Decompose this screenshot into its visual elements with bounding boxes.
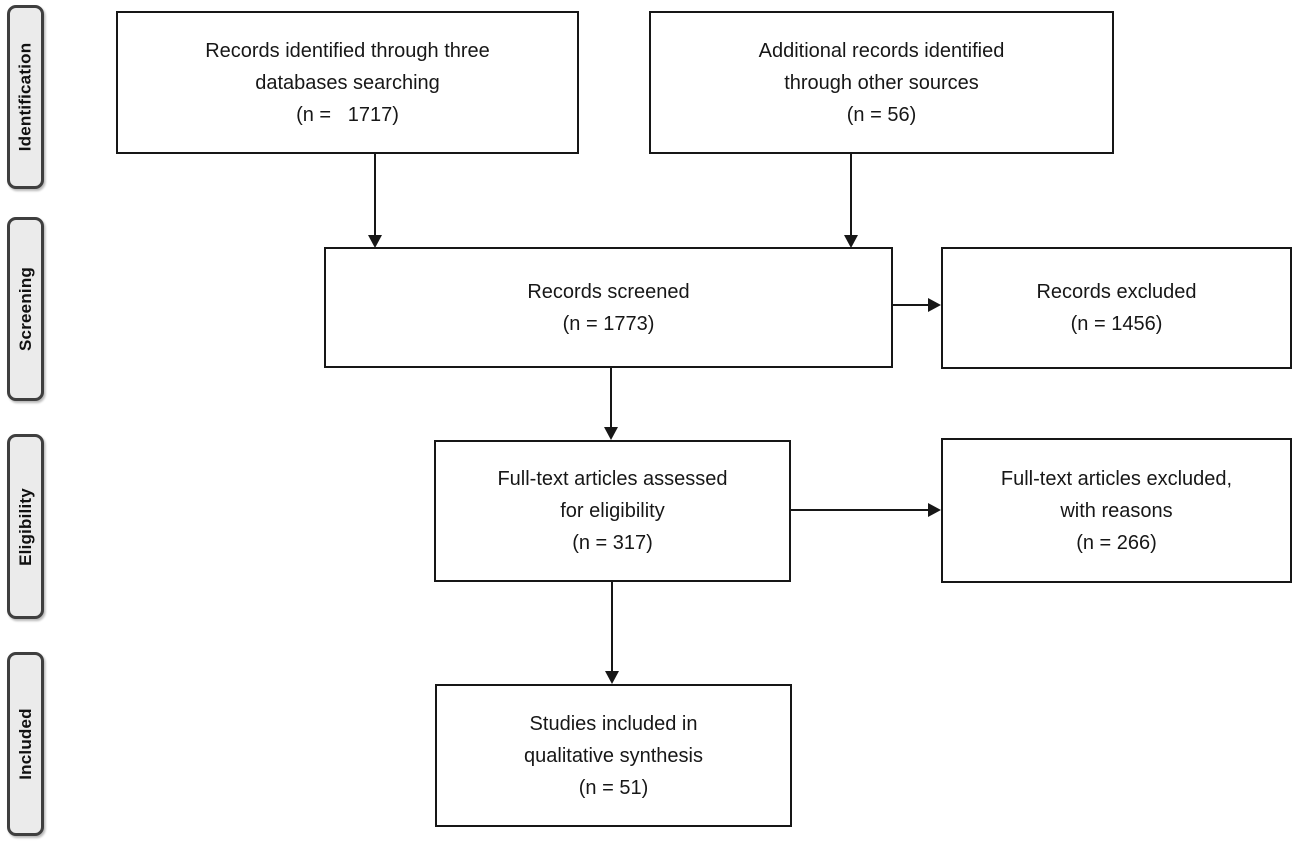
- arrow-additional-to-screened: [844, 153, 858, 248]
- stage-pill-identification: Identification: [7, 5, 44, 189]
- arrow-fulltext-to-included: [605, 582, 619, 684]
- arrow-screened-to-fulltext: [604, 368, 618, 440]
- box-records-identified: Records identified through three databas…: [116, 11, 579, 154]
- stage-pill-screening: Screening: [7, 217, 44, 401]
- stage-label-screening: Screening: [15, 267, 35, 351]
- box-records-identified-text: Records identified through three databas…: [205, 39, 490, 126]
- box-additional-records-text: Additional records identified through ot…: [758, 39, 1005, 126]
- stage-label-identification: Identification: [15, 42, 35, 152]
- box-records-excluded: Records excluded (n = 1456): [941, 247, 1292, 369]
- box-additional-records: Additional records identified through ot…: [649, 11, 1114, 154]
- box-records-excluded-text: Records excluded (n = 1456): [1036, 281, 1197, 335]
- stage-pill-eligibility: Eligibility: [7, 434, 44, 619]
- box-records-screened: Records screened (n = 1773): [324, 247, 893, 368]
- arrow-fulltext-to-fulltext-excluded: [791, 503, 941, 517]
- box-fulltext-excluded-text: Full-text articles excluded, with reason…: [1000, 467, 1233, 554]
- box-records-screened-text: Records screened (n = 1773): [527, 280, 690, 335]
- box-fulltext-excluded: Full-text articles excluded, with reason…: [941, 438, 1292, 583]
- box-studies-included: Studies included in qualitative synthesi…: [435, 684, 792, 827]
- stage-pill-included: Included: [7, 652, 44, 836]
- box-fulltext-assessed-text: Full-text articles assessed for eligibil…: [497, 468, 728, 554]
- box-fulltext-assessed: Full-text articles assessed for eligibil…: [434, 440, 791, 582]
- box-studies-included-text: Studies included in qualitative synthesi…: [524, 712, 703, 799]
- arrow-identified-to-screened: [368, 153, 382, 248]
- stage-label-eligibility: Eligibility: [15, 487, 35, 566]
- stage-label-included: Included: [15, 708, 35, 780]
- arrow-screened-to-excluded: [893, 298, 941, 312]
